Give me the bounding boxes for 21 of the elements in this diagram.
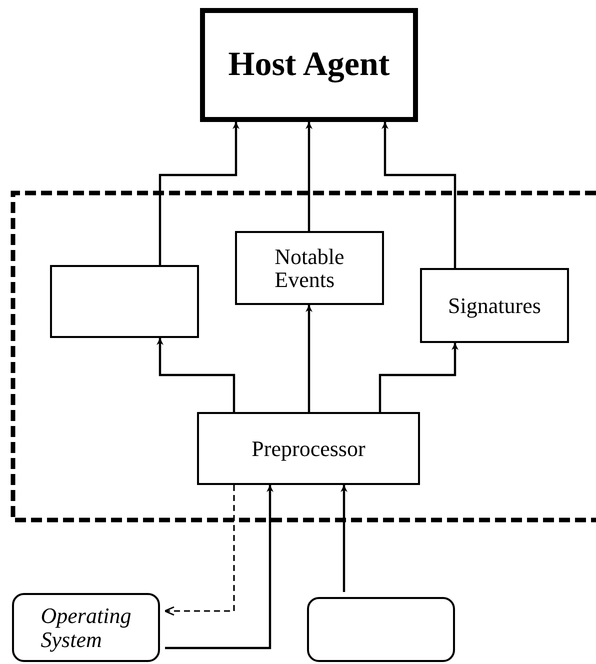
arrow xyxy=(382,122,456,268)
arrow xyxy=(165,485,274,650)
process-box xyxy=(200,8,418,122)
node-label: Host Agent xyxy=(228,47,390,83)
arrow xyxy=(378,343,458,412)
process-box xyxy=(50,265,199,338)
arrow xyxy=(158,122,240,265)
process-box xyxy=(420,268,569,343)
arrow xyxy=(340,485,348,592)
arrow xyxy=(164,485,235,616)
process-box xyxy=(307,597,455,662)
node-label: Operating System xyxy=(40,604,132,651)
process-box xyxy=(197,412,420,485)
node-label: Preprocessor xyxy=(252,436,366,460)
arrow xyxy=(306,122,312,231)
arrow xyxy=(306,305,312,412)
node-label: Notable Events xyxy=(274,244,344,292)
process-box xyxy=(235,231,384,305)
arrow xyxy=(156,338,236,412)
node-label: Signatures xyxy=(448,294,541,318)
rounded-box xyxy=(12,593,160,662)
